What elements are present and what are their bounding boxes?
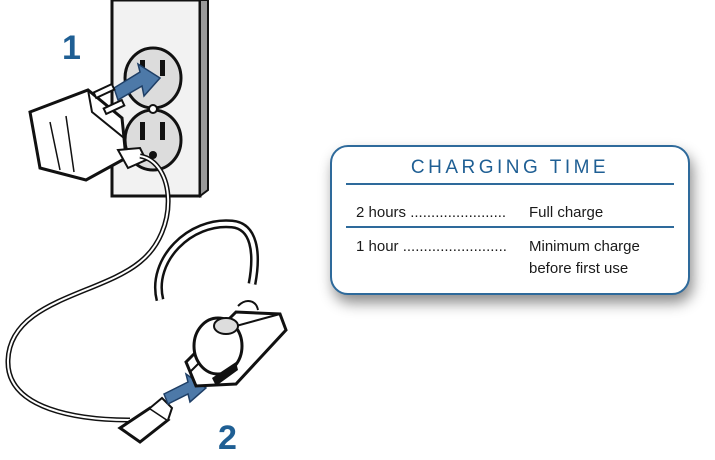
headset <box>154 219 288 388</box>
duration-text: 2 hours <box>356 204 407 221</box>
row-description-minimum-line1: Minimum charge <box>529 238 640 255</box>
insert-arrow-step-1 <box>113 62 162 102</box>
wall-charger <box>28 82 148 182</box>
step-number-2: 2 <box>218 419 237 457</box>
title-divider <box>346 183 674 185</box>
step-number-1: 1 <box>62 29 81 67</box>
row-description-full: Full charge <box>529 204 604 221</box>
charging-time-card: CHARGING TIME 2 hours ..................… <box>330 145 690 295</box>
dot-leader: ......................... <box>402 238 507 255</box>
wall-outlet <box>110 0 209 198</box>
duration-text: 1 hour <box>356 238 399 255</box>
dot-leader: ....................... <box>410 204 507 221</box>
row-divider <box>346 226 674 228</box>
charging-time-title: CHARGING TIME <box>410 157 610 178</box>
row-duration-full: 2 hours ....................... <box>356 204 506 221</box>
micro-usb-plug <box>117 396 174 444</box>
row-description-minimum-line2: before first use <box>529 260 629 277</box>
row-duration-minimum: 1 hour ......................... <box>356 238 507 255</box>
